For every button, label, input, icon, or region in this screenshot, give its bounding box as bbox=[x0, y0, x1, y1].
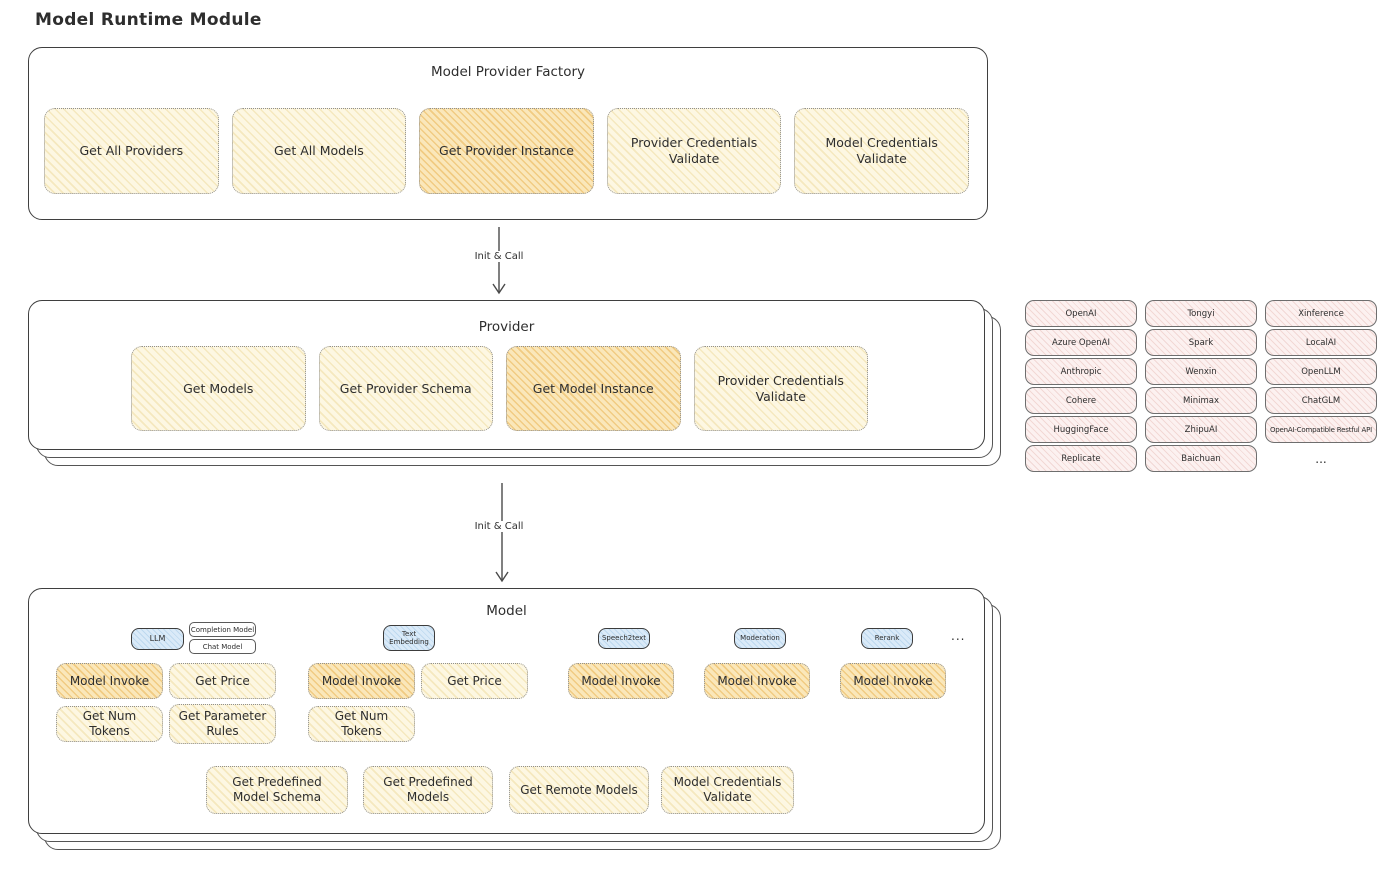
provider-section: Provider Get Models Get Provider Schema … bbox=[28, 300, 985, 450]
provider-node-get-provider-schema: Get Provider Schema bbox=[318, 346, 493, 431]
llm-get-parameter-rules-node: Get Parameter Rules bbox=[169, 704, 276, 744]
provider-node-get-models: Get Models bbox=[131, 346, 306, 431]
llm-model-invoke-node: Model Invoke bbox=[56, 663, 163, 699]
factory-node-get-provider-instance: Get Provider Instance bbox=[419, 108, 594, 194]
speech2text-model-invoke-node: Model Invoke bbox=[568, 663, 674, 699]
llm-get-price-node: Get Price bbox=[169, 663, 276, 699]
llm-get-num-tokens-node: Get Num Tokens bbox=[56, 706, 163, 742]
page-title: Model Runtime Module bbox=[35, 10, 262, 30]
model-credentials-validate-node: Model Credentials Validate bbox=[661, 766, 794, 814]
provider-item-azure-openai: Azure OpenAI bbox=[1025, 329, 1137, 356]
embedding-model-invoke-node: Model Invoke bbox=[308, 663, 415, 699]
provider-list-ellipsis: ... bbox=[1315, 451, 1327, 466]
provider-item-replicate: Replicate bbox=[1025, 445, 1137, 472]
moderation-model-invoke-node: Model Invoke bbox=[704, 663, 810, 699]
rerank-model-invoke-node: Model Invoke bbox=[840, 663, 946, 699]
provider-item-wenxin: Wenxin bbox=[1145, 358, 1257, 385]
provider-node-provider-credentials-validate: Provider Credentials Validate bbox=[693, 346, 868, 431]
provider-item-openllm: OpenLLM bbox=[1265, 358, 1377, 385]
provider-item-cohere: Cohere bbox=[1025, 387, 1137, 414]
provider-item-localai: LocalAI bbox=[1265, 329, 1377, 356]
init-call-label-2: Init & Call bbox=[470, 521, 528, 532]
tag-moderation: Moderation bbox=[734, 628, 786, 649]
tag-completion-model: Completion Model bbox=[189, 622, 256, 637]
factory-node-get-all-models: Get All Models bbox=[231, 108, 407, 194]
embedding-get-num-tokens-node: Get Num Tokens bbox=[308, 706, 415, 742]
model-section-title: Model bbox=[486, 603, 527, 619]
get-predefined-models-node: Get Predefined Models bbox=[363, 766, 493, 814]
get-remote-models-node: Get Remote Models bbox=[509, 766, 649, 814]
provider-item-anthropic: Anthropic bbox=[1025, 358, 1137, 385]
provider-node-get-model-instance: Get Model Instance bbox=[506, 346, 681, 431]
tag-text-embedding: Text Embedding bbox=[383, 625, 435, 651]
provider-item-tongyi: Tongyi bbox=[1145, 300, 1257, 327]
provider-item-xinference: Xinference bbox=[1265, 300, 1377, 327]
provider-list: OpenAI Tongyi Xinference Azure OpenAI Sp… bbox=[1025, 300, 1377, 472]
tag-llm: LLM bbox=[131, 628, 184, 650]
factory-section: Model Provider Factory Get All Providers… bbox=[28, 47, 988, 220]
model-section: Model LLM Completion Model Chat Model Te… bbox=[28, 588, 985, 834]
factory-section-title: Model Provider Factory bbox=[430, 64, 585, 80]
model-tags-ellipsis: ... bbox=[951, 629, 966, 643]
factory-node-provider-credentials-validate: Provider Credentials Validate bbox=[606, 108, 782, 194]
provider-item-spark: Spark bbox=[1145, 329, 1257, 356]
provider-item-zhipuai: ZhipuAI bbox=[1145, 416, 1257, 443]
provider-item-chatglm: ChatGLM bbox=[1265, 387, 1377, 414]
provider-item-huggingface: HuggingFace bbox=[1025, 416, 1137, 443]
embedding-get-price-node: Get Price bbox=[421, 663, 528, 699]
provider-item-openai: OpenAI bbox=[1025, 300, 1137, 327]
provider-item-openai-compatible-restful-api: OpenAI-Compatible Restful API bbox=[1265, 416, 1377, 443]
provider-section-title: Provider bbox=[478, 319, 535, 335]
provider-nodes-row: Get Models Get Provider Schema Get Model… bbox=[131, 346, 868, 431]
factory-node-model-credentials-validate: Model Credentials Validate bbox=[794, 108, 969, 194]
tag-chat-model: Chat Model bbox=[189, 639, 256, 654]
factory-node-get-all-providers: Get All Providers bbox=[44, 108, 219, 194]
init-call-label-1: Init & Call bbox=[470, 251, 528, 262]
factory-nodes-row: Get All Providers Get All Models Get Pro… bbox=[44, 108, 969, 194]
arrow-provider-to-model bbox=[495, 483, 509, 583]
tag-speech2text: Speech2text bbox=[598, 628, 650, 649]
tag-rerank: Rerank bbox=[861, 628, 913, 649]
provider-item-baichuan: Baichuan bbox=[1145, 445, 1257, 472]
provider-item-minimax: Minimax bbox=[1145, 387, 1257, 414]
get-predefined-model-schema-node: Get Predefined Model Schema bbox=[206, 766, 348, 814]
